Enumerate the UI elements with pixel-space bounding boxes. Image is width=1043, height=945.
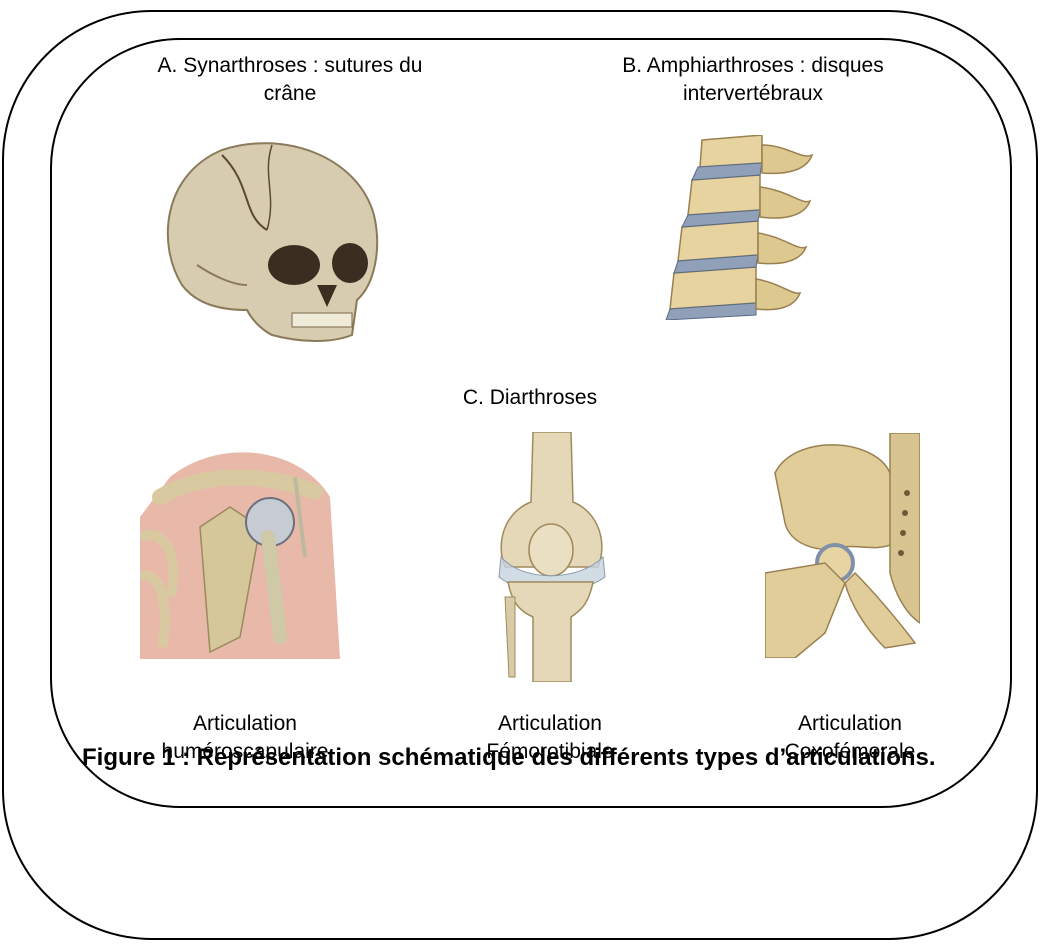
section-a-label: A. Synarthroses : sutures du crâne: [120, 52, 460, 108]
section-a-line1: A. Synarthroses : sutures du: [120, 52, 460, 80]
section-b-line2: intervertébraux: [578, 80, 928, 108]
figure-caption: Figure 1 : Représentation schématique de…: [82, 743, 982, 773]
shoulder-illustration: [140, 437, 340, 659]
section-b-line1: B. Amphiarthroses : disques: [578, 52, 928, 80]
spine-illustration: [662, 135, 837, 320]
section-a-line2: crâne: [120, 80, 460, 108]
joint-label-knee-line1: Articulation: [440, 710, 660, 738]
section-c-title: C. Diarthroses: [420, 384, 640, 412]
joint-label-shoulder-line1: Articulation: [120, 710, 370, 738]
joint-label-hip-line1: Articulation: [740, 710, 960, 738]
section-c-title-text: C. Diarthroses: [420, 384, 640, 412]
knee-illustration: [493, 432, 610, 682]
section-b-label: B. Amphiarthroses : disques intervertébr…: [578, 52, 928, 108]
skull-illustration: [152, 135, 384, 345]
hip-illustration: [765, 433, 920, 658]
